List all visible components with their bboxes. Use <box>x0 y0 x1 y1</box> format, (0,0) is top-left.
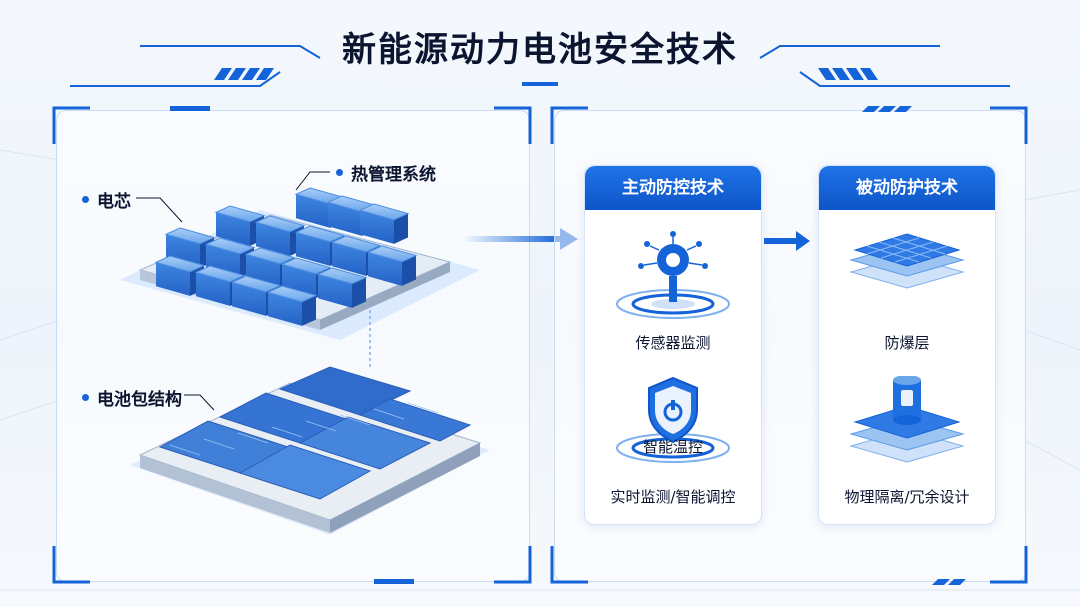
smart-temp-control-label: 智能温控 <box>642 438 703 456</box>
shield-icon <box>616 376 730 463</box>
connector-line <box>369 310 371 370</box>
page-title: 新能源动力电池安全技术 <box>342 30 738 70</box>
leader-lines <box>136 171 330 411</box>
left-panel-frame <box>52 106 532 584</box>
isolation-redundancy-label: 物理隔离/冗余设计 <box>844 488 970 506</box>
physical-isolation-icon <box>849 376 965 463</box>
active-protection-card: 主动防控技术 传感器监测 智能温控 实时监测/智能调控 <box>584 165 762 525</box>
battery-cell <box>316 267 368 308</box>
passive-protection-card: 被动防护技术 防爆层 物理隔离/冗余设计 <box>818 165 996 525</box>
passive-card-header: 被动防护技术 <box>819 166 995 210</box>
battery-cell <box>164 227 216 268</box>
battery-cell <box>358 203 410 244</box>
pack-module <box>278 366 412 416</box>
pack-modules <box>158 366 472 500</box>
label-thermal-system: 热管理系统 <box>336 160 436 185</box>
pack-module <box>238 444 372 500</box>
bullet-dot <box>336 169 343 176</box>
module-grid <box>169 402 439 456</box>
battery-module-illustration <box>120 187 480 340</box>
label-cell-text: 电芯 <box>97 192 131 212</box>
label-thermal-text: 热管理系统 <box>351 165 436 185</box>
battery-cell <box>266 285 318 326</box>
pack-module <box>358 398 472 442</box>
realtime-monitoring-label: 实时监测/智能调控 <box>610 488 736 506</box>
label-pack-text: 电池包结构 <box>97 390 182 410</box>
battery-pack-illustration <box>130 366 490 535</box>
battery-cells <box>154 187 418 326</box>
bullet-dot <box>82 196 89 203</box>
sensor-icon <box>616 231 730 319</box>
right-panel-frame <box>550 106 1028 585</box>
sensor-monitoring-label: 传感器监测 <box>635 334 711 352</box>
explosion-layer-icon <box>849 233 965 289</box>
explosion-proof-layer-label: 防爆层 <box>884 334 930 352</box>
label-cell: 电芯 <box>82 187 131 212</box>
battery-cell <box>366 245 418 286</box>
label-pack-structure: 电池包结构 <box>82 385 182 410</box>
arrow-right-small-icon <box>764 231 810 251</box>
active-card-header: 主动防控技术 <box>585 166 761 210</box>
bullet-dot <box>82 394 89 401</box>
